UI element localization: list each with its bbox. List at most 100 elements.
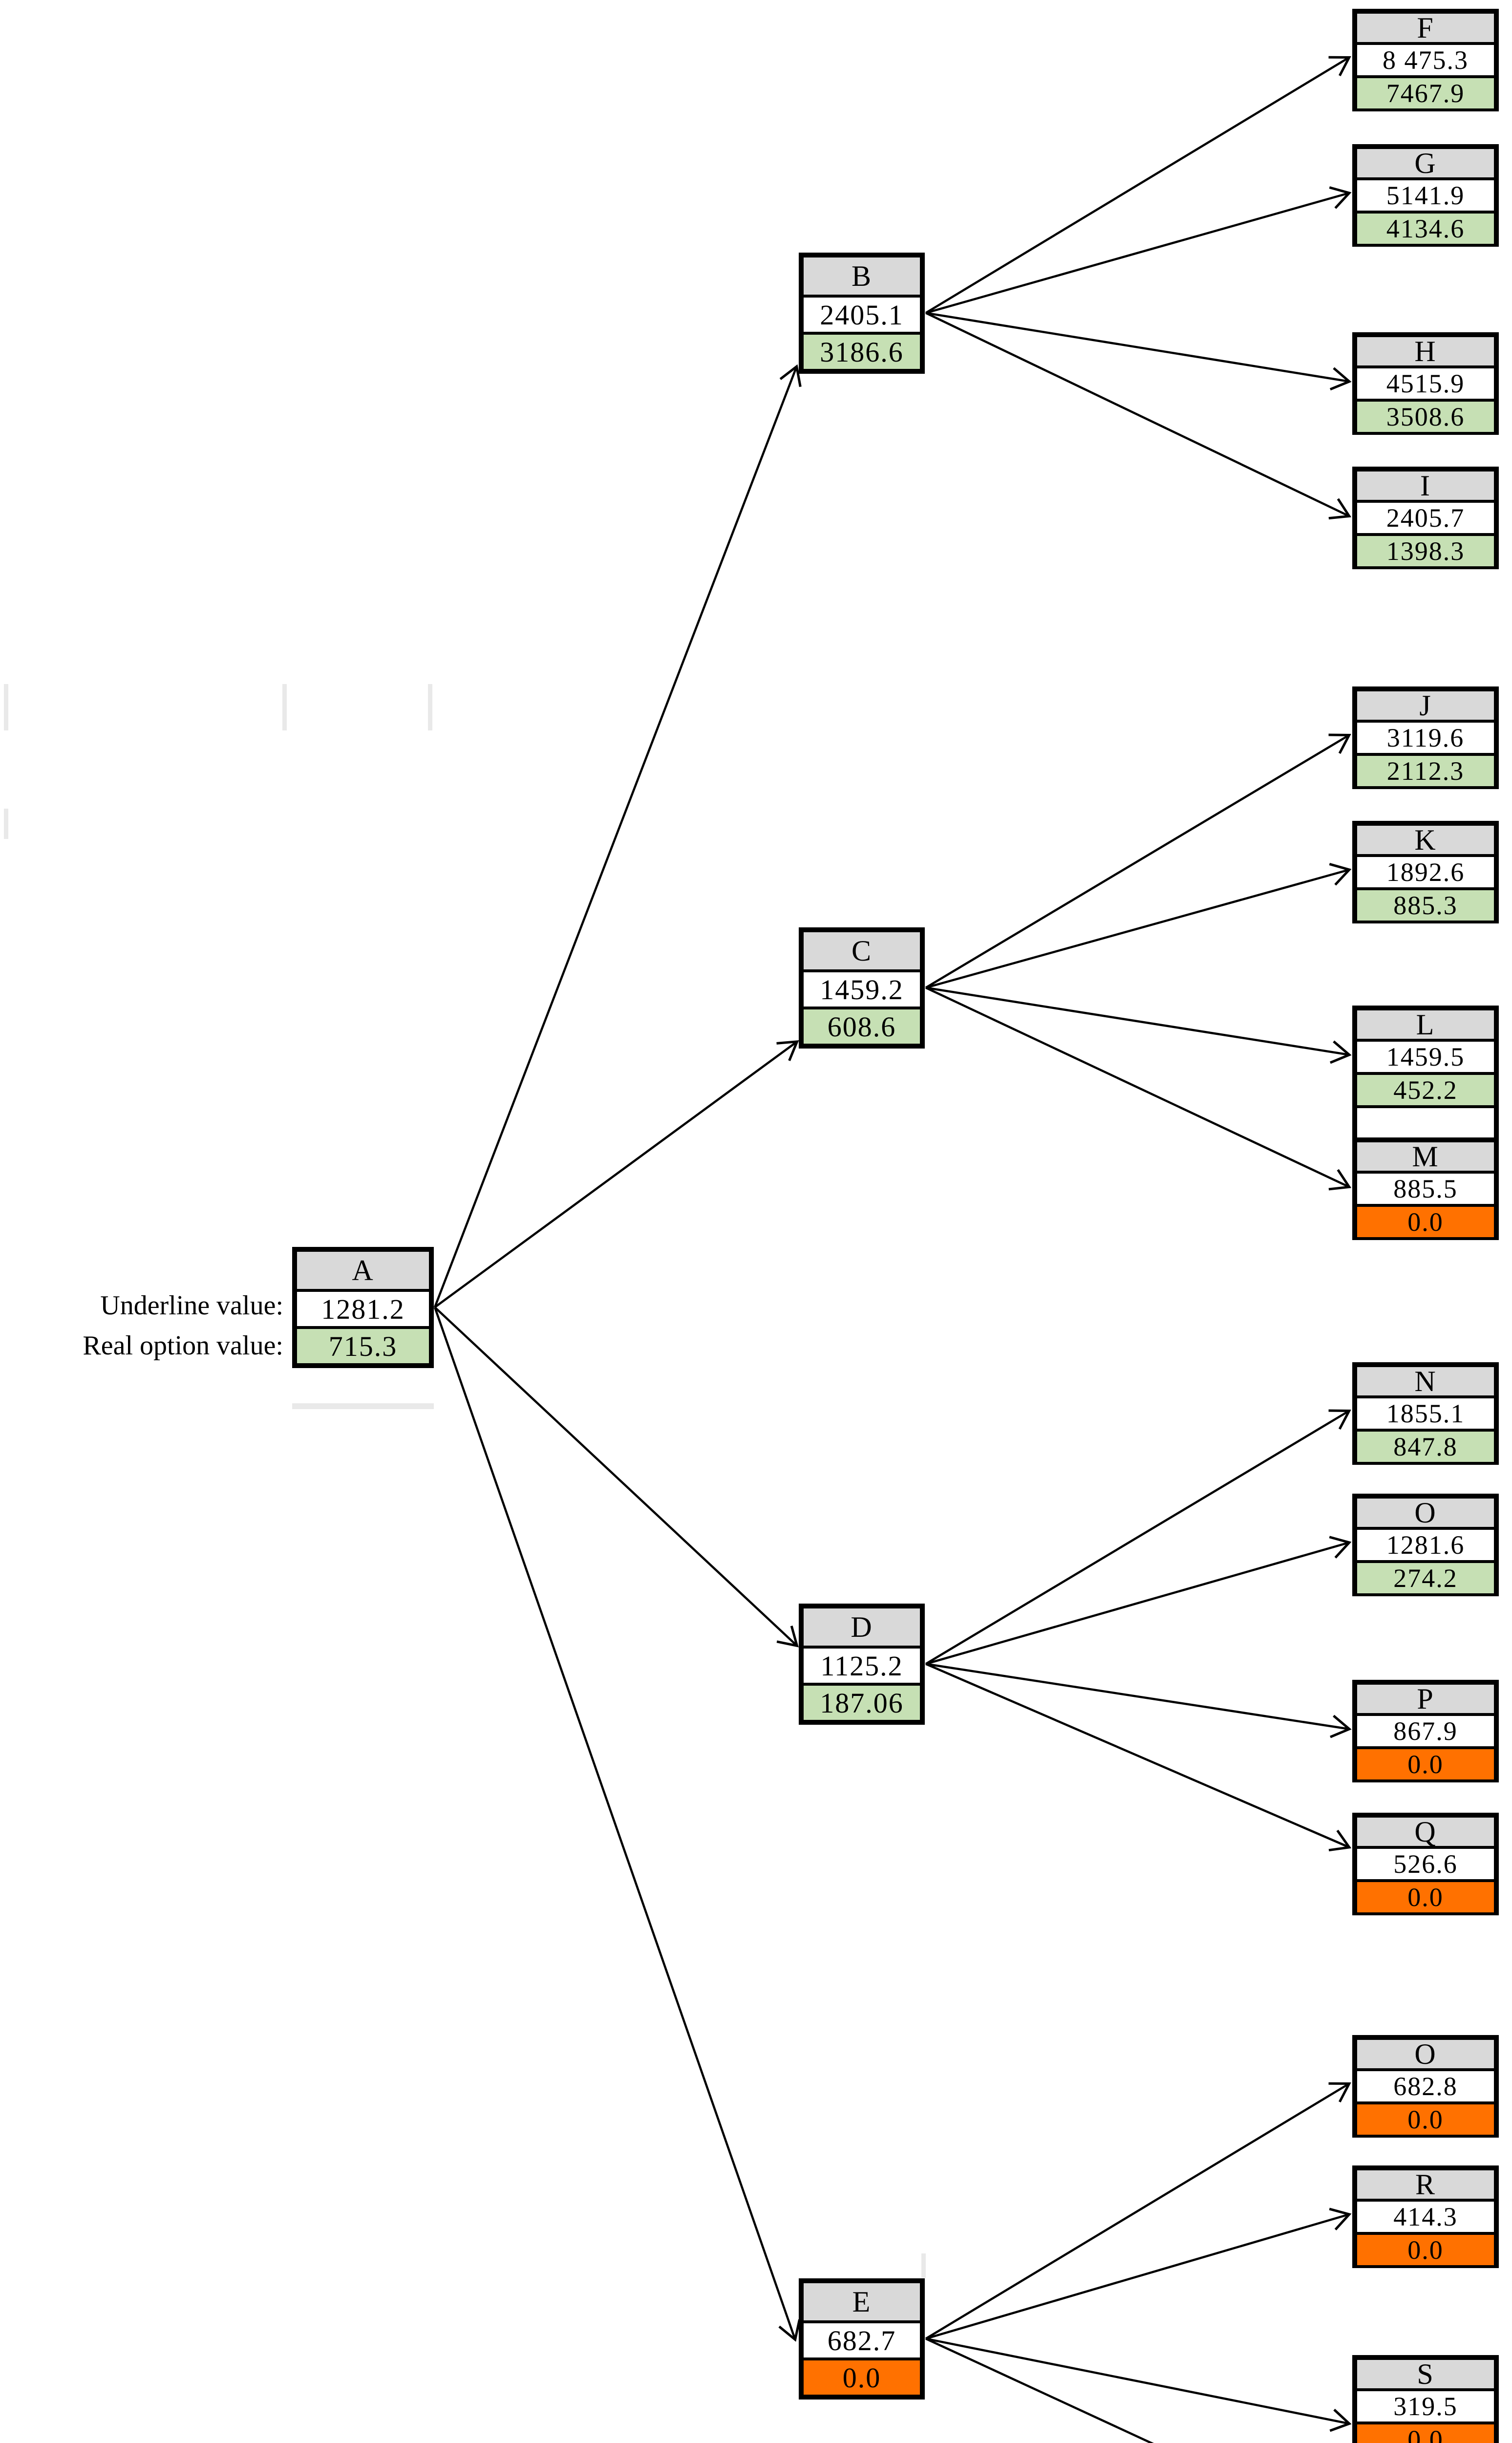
edge-b-f	[925, 56, 1351, 314]
faint-artifact	[4, 809, 8, 839]
faint-artifact	[4, 684, 8, 730]
node-k-real-option-value: 885.3	[1357, 890, 1494, 921]
node-r-underline-value: 414.3	[1357, 2202, 1494, 2235]
edge-e-s	[925, 2337, 1352, 2432]
node-s-underline-value: 319.5	[1357, 2391, 1494, 2424]
edge-b-g	[925, 186, 1352, 314]
node-n-real-option-value: 847.8	[1357, 1432, 1494, 1462]
node-h-real-option-value: 3508.6	[1357, 402, 1494, 432]
edge-b-i	[925, 312, 1352, 520]
edge-e-r	[925, 2207, 1352, 2340]
node-g-label: G	[1357, 147, 1494, 180]
node-s-label: S	[1357, 2358, 1494, 2391]
node-j-real-option-value: 2112.3	[1357, 756, 1494, 786]
edge-a-d	[434, 1306, 799, 1648]
faint-artifact	[428, 684, 432, 730]
node-l-underline-value: 1459.5	[1357, 1042, 1494, 1075]
node-n-label: N	[1357, 1365, 1494, 1398]
real-option-value-label: Real option value:	[83, 1330, 283, 1361]
faint-artifact	[921, 2253, 926, 2278]
node-f-real-option-value: 7467.9	[1357, 78, 1494, 108]
edge-d-n	[925, 1409, 1351, 1665]
edge-d-q	[925, 1663, 1352, 1852]
node-c-label: C	[804, 932, 920, 972]
node-i-label: I	[1357, 470, 1494, 503]
node-c-real-option-value: 608.6	[804, 1009, 920, 1044]
node-l-label: L	[1357, 1008, 1494, 1042]
node-e-label: E	[804, 2283, 920, 2323]
node-o-label: O	[1357, 1497, 1494, 1530]
node-q-label: Q	[1357, 1816, 1494, 1849]
node-e-real-option-value: 0.0	[804, 2360, 920, 2395]
node-d-label: D	[804, 1608, 920, 1649]
node-d-real-option-value: 187.06	[804, 1686, 920, 1720]
faint-artifact	[282, 684, 287, 730]
node-k-underline-value: 1892.6	[1357, 857, 1494, 890]
edge-e-t	[925, 2337, 1154, 2443]
underline-value-label: Underline value:	[100, 1290, 283, 1321]
node-g-underline-value: 5141.9	[1357, 180, 1494, 214]
node-j-label: J	[1357, 689, 1494, 723]
node-f-label: F	[1357, 12, 1494, 45]
edge-d-p	[925, 1663, 1352, 1738]
node-m-label: M	[1357, 1140, 1494, 1174]
node-o2-underline-value: 682.8	[1357, 2071, 1494, 2104]
node-a-underline-value: 1281.2	[297, 1292, 429, 1329]
node-r-real-option-value: 0.0	[1357, 2235, 1494, 2265]
node-a-label: A	[297, 1252, 429, 1292]
node-l-real-option-value: 452.2	[1357, 1075, 1494, 1105]
node-b-real-option-value: 3186.6	[804, 335, 920, 369]
edge-b-h	[925, 312, 1352, 391]
node-q-real-option-value: 0.0	[1357, 1882, 1494, 1912]
edge-a-e	[433, 1307, 801, 2342]
edge-c-l	[925, 986, 1352, 1064]
node-h-label: H	[1357, 335, 1494, 368]
node-f-underline-value: 8 475.3	[1357, 45, 1494, 78]
edge-e-o2	[925, 2082, 1351, 2340]
faint-artifact	[292, 1403, 434, 1409]
node-i-real-option-value: 1398.3	[1357, 536, 1494, 566]
node-p-real-option-value: 0.0	[1357, 1749, 1494, 1779]
node-m-underline-value: 885.5	[1357, 1174, 1494, 1207]
edge-a-b	[433, 364, 802, 1308]
node-k-label: K	[1357, 824, 1494, 857]
node-o2-real-option-value: 0.0	[1357, 2104, 1494, 2135]
node-g-real-option-value: 4134.6	[1357, 214, 1494, 244]
edge-c-m	[925, 986, 1352, 1191]
node-l-m-connector	[1352, 1103, 1499, 1142]
node-s-real-option-value: 0.0	[1357, 2424, 1494, 2443]
node-r-label: R	[1357, 2168, 1494, 2202]
node-m-real-option-value: 0.0	[1357, 1207, 1494, 1237]
node-c-underline-value: 1459.2	[804, 972, 920, 1009]
edge-d-o	[925, 1536, 1352, 1665]
node-q-underline-value: 526.6	[1357, 1849, 1494, 1882]
node-p-underline-value: 867.9	[1357, 1716, 1494, 1749]
node-d-underline-value: 1125.2	[804, 1649, 920, 1686]
node-e-underline-value: 682.7	[804, 2323, 920, 2360]
edge-a-c	[434, 1040, 799, 1308]
node-n-underline-value: 1855.1	[1357, 1398, 1494, 1432]
node-b-underline-value: 2405.1	[804, 298, 920, 335]
node-o-real-option-value: 274.2	[1357, 1563, 1494, 1593]
node-h-underline-value: 4515.9	[1357, 368, 1494, 402]
